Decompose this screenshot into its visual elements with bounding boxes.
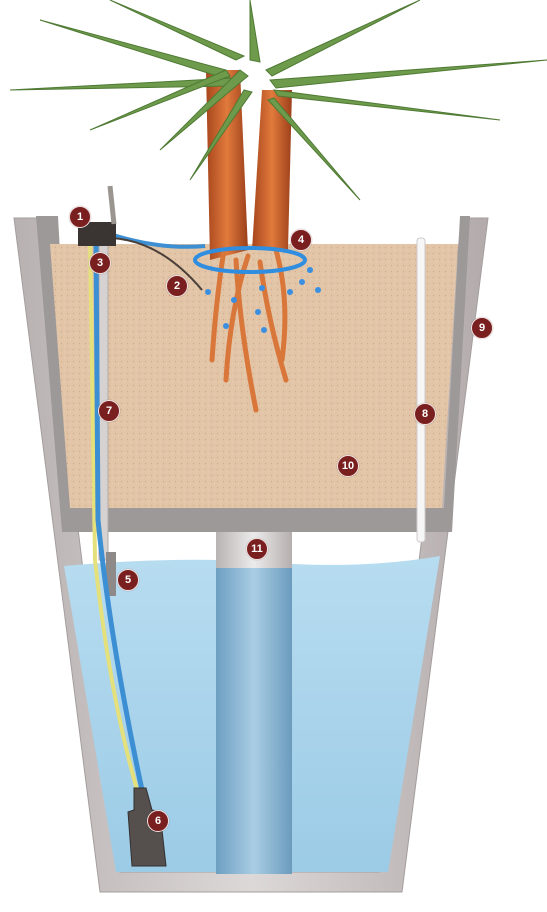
water-column <box>216 560 292 874</box>
power-cable <box>110 186 114 224</box>
marker-6: 6 <box>147 810 169 832</box>
marker-2: 2 <box>166 275 188 297</box>
soil <box>50 244 458 508</box>
marker-3: 3 <box>89 252 111 274</box>
marker-10: 10 <box>337 455 359 477</box>
marker-4: 4 <box>290 229 312 251</box>
marker-5: 5 <box>117 569 139 591</box>
marker-9: 9 <box>471 317 493 339</box>
marker-1: 1 <box>69 206 91 228</box>
water-level-indicator <box>417 238 425 542</box>
marker-8: 8 <box>414 403 436 425</box>
marker-7: 7 <box>98 400 120 422</box>
marker-11: 11 <box>246 538 268 560</box>
